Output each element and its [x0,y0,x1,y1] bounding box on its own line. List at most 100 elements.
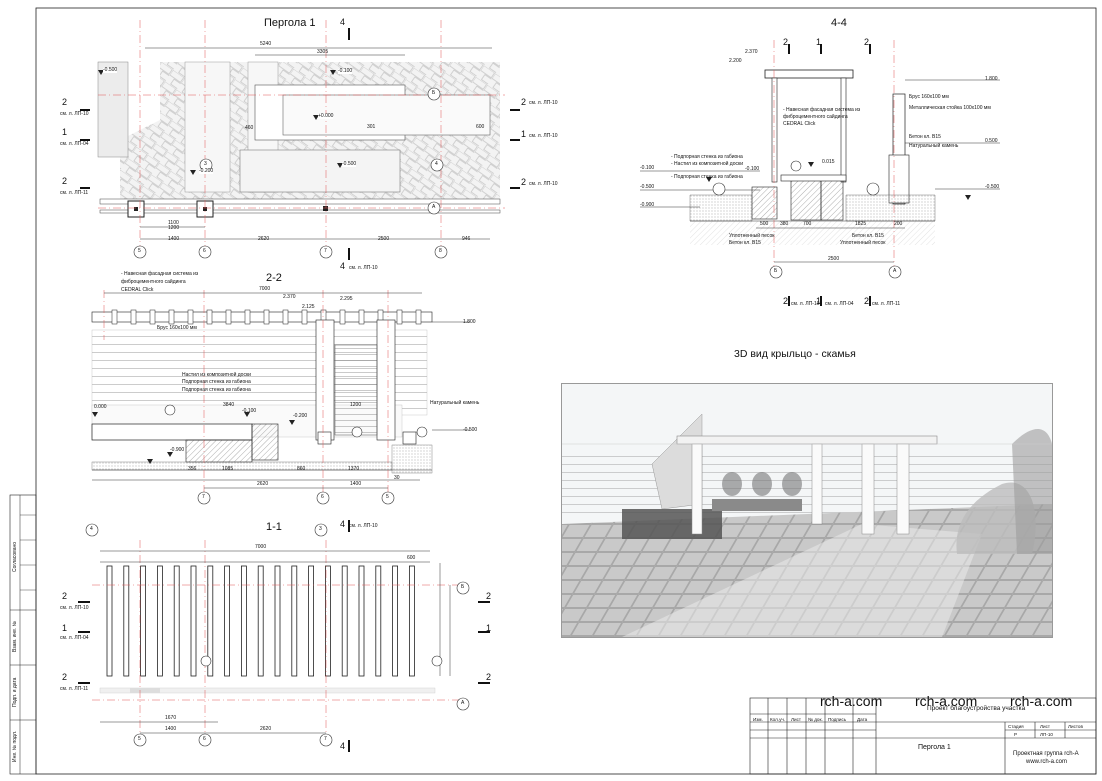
tb-header: Подпись [828,717,847,722]
pergola-beam [274,565,281,677]
plan-ref-sheet: см. л. ЛП-10 [529,133,558,139]
s11-ref-sheet: см. л. ЛП-11 [60,686,89,692]
pergola-beam [173,565,180,677]
pergola-beam [341,565,348,677]
s11-rref: 2 [486,672,492,682]
s44-bref-num: 2 [783,296,789,306]
s11-ref-sheet: см. л. ЛП-04 [60,635,89,641]
plan-dim: 1200 [168,225,180,231]
s44-note: - Подпорная стенка из габиона [671,174,743,180]
s22-dim: 1400 [350,481,362,487]
section-11-title: 1-1 [266,521,282,533]
s44-level: -0.100 [640,165,655,171]
s22-level: 0.000 [94,404,107,410]
s22-note: Подпорная стенка из габиона [182,387,251,393]
pergola-slat [263,309,270,325]
tb-project: Проект благоустройства участка [927,705,1026,712]
tb-sheet-name: Пергола 1 [918,744,951,751]
tb-stage-value: ЛП-10 [1040,732,1053,737]
plan-ref-num: 2 [521,177,527,187]
section-44-drawing [640,40,1000,306]
watermark: rch-a.com [915,693,978,709]
section-11-drawing [78,520,490,752]
s11-rref: 2 [486,591,492,601]
pergola-slat [168,309,175,325]
watermark: rch-a.com [1010,693,1073,709]
s44-ref: 2 [783,37,789,47]
render-3d-view [561,383,1053,638]
pergola-slat [339,309,346,325]
plan-level: -0.500 [342,161,357,167]
s44-bref-sheet: см. л. ЛП-04 [825,301,854,307]
s11-axis: 6 [203,736,206,742]
s44-level: 0.500 [985,138,998,144]
s11-dim: 1400 [165,726,177,732]
plan-ref-sheet: см. л. ЛП-04 [60,141,89,147]
plan-ref-sheet: см. л. ЛП-10 [60,111,89,117]
s11-dim: 7000 [255,544,267,550]
s44-level: 2.200 [729,58,742,64]
s44-ref: 1 [816,37,822,47]
plan-cut-sheet: см. л. ЛП-10 [349,265,378,271]
s44-note: - Подпорная стенка из габиона [671,154,743,160]
s44-note: Бетон кл. В15 [909,134,941,140]
pergola-beam [392,565,399,677]
s22-note: фиброцементного сайдинга [121,279,186,285]
s11-cut-sheet: см. л. ЛП-10 [349,523,378,529]
plan-axis: А [432,204,436,210]
s44-level: -0.900 [640,202,655,208]
s11-ref-num: 2 [62,591,68,601]
s44-dim: 2500 [828,256,840,262]
s22-dim: 7000 [259,286,271,292]
section-22-title: 2-2 [266,272,282,284]
pergola-beam [358,565,365,677]
s22-dim: 1085 [222,466,234,472]
section-44-title: 4-4 [831,17,847,29]
plan-cut-label: 4 [340,261,346,271]
s44-level: 0.015 [822,159,835,165]
pergola-beam [140,565,147,677]
plan-ref-num: 1 [62,127,68,137]
plan-level: +0.000 [318,113,334,119]
pergola-beam [291,565,298,677]
s11-dim: 600 [407,555,416,561]
pergola-beam [106,565,113,677]
pergola-slat [187,309,194,325]
s11-axis: 4 [90,526,93,532]
s44-note: Бетон кл. В15 [729,240,761,246]
s22-note: CEDRAL Click [121,287,154,293]
s44-note: - Настил из композитной доски [671,161,743,167]
tb-org: Проектная группа rch-A [1013,751,1079,757]
s22-dim: 860 [297,466,306,472]
plan-dim: 600 [476,124,485,130]
s44-note: Натуральный камень [909,143,959,149]
plan-level: -0.500 [103,67,118,73]
plan-ref-sheet: см. л. ЛП-10 [529,100,558,106]
s22-dim: 356 [188,466,197,472]
plan-axis: 4 [435,161,438,167]
tb-stage-value: Р [1014,732,1018,737]
tb-site: www.rch-a.com [1026,759,1068,765]
plan-axis: 8 [439,248,442,254]
s11-ref-num: 2 [62,672,68,682]
s22-level: 2.295 [340,296,353,302]
tb-header: Дата [857,717,868,722]
s11-axis: Б [461,584,465,590]
s44-dim: 500 [760,221,769,227]
s22-note: Настил из композитной доски [182,372,251,378]
pergola-slat [225,309,232,325]
plan-ref-num: 2 [62,176,68,186]
s22-note: - Навесная фасадная система из [121,271,199,277]
s11-cut-bottom: 4 [340,741,346,751]
s44-dim: 1825 [855,221,867,227]
s11-cut-num: 4 [340,519,346,529]
s11-dim: 1670 [165,715,177,721]
plan-drawing [80,20,520,260]
s22-level: -0.500 [463,427,478,433]
pergola-slat [282,309,289,325]
plan-ref-sheet: см. л. ЛП-10 [529,181,558,187]
plan-dim: 460 [245,125,254,131]
s11-dim: 2620 [260,726,272,732]
plan-ref-num: 1 [521,129,527,139]
pergola-slat [358,309,365,325]
